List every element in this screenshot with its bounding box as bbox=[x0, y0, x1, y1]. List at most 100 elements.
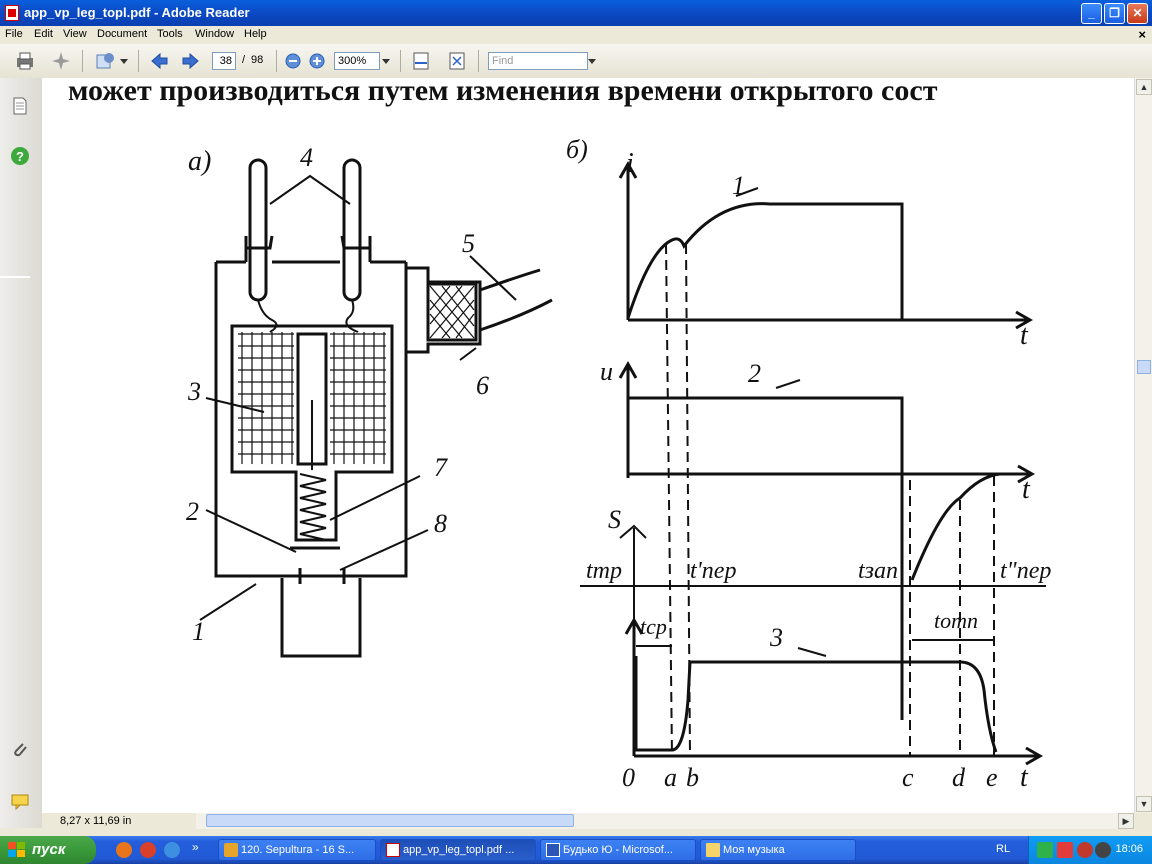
taskbar: пуск » 120. Sepultura - 16 S... app_vp_l… bbox=[0, 836, 1152, 864]
label-7: 7 bbox=[434, 453, 448, 482]
page-text-line: может производиться путем изменения врем… bbox=[68, 78, 938, 107]
curve-1-label: 1 bbox=[732, 171, 745, 200]
start-label: пуск bbox=[32, 841, 66, 858]
comments-icon[interactable] bbox=[10, 792, 30, 812]
label-1: 1 bbox=[192, 617, 205, 646]
vertical-scrollbar[interactable]: ▲ ▼ bbox=[1134, 78, 1152, 813]
previous-page-icon[interactable] bbox=[148, 50, 170, 72]
axis-t-label-3: t bbox=[1020, 762, 1029, 793]
curve-2-label: 2 bbox=[748, 359, 761, 388]
task-adobe-reader[interactable]: app_vp_leg_topl.pdf ... bbox=[380, 839, 536, 861]
winamp-icon bbox=[224, 843, 238, 857]
pdf-file-icon bbox=[5, 5, 19, 21]
next-page-icon[interactable] bbox=[180, 50, 202, 72]
menu-edit[interactable]: Edit bbox=[34, 28, 53, 40]
windows-flag-icon bbox=[8, 842, 25, 857]
start-button[interactable]: пуск bbox=[0, 836, 96, 864]
quicklaunch-more[interactable]: » bbox=[192, 840, 199, 854]
task-label: 120. Sepultura - 16 S... bbox=[241, 844, 355, 856]
label-5: 5 bbox=[462, 229, 475, 258]
axis-i-label: i bbox=[626, 148, 634, 179]
find-input[interactable]: Find bbox=[488, 52, 588, 70]
task-label: app_vp_leg_topl.pdf ... bbox=[403, 844, 515, 856]
title-bar: app_vp_leg_topl.pdf - Adobe Reader _ ❐ ✕ bbox=[0, 0, 1152, 26]
zoom-dropdown-icon[interactable] bbox=[382, 59, 390, 65]
fig-b-label: б) bbox=[566, 135, 588, 164]
kaspersky-icon[interactable] bbox=[1077, 842, 1093, 858]
minimize-button[interactable]: _ bbox=[1081, 3, 1102, 24]
print-icon[interactable] bbox=[14, 50, 36, 72]
scroll-right-icon[interactable]: ▶ bbox=[1118, 813, 1134, 829]
label-2: 2 bbox=[186, 497, 199, 526]
collaborate-icon[interactable] bbox=[50, 50, 72, 72]
help-icon[interactable]: ? bbox=[10, 146, 30, 166]
paperclip-icon[interactable] bbox=[10, 740, 30, 760]
scroll-down-icon[interactable]: ▼ bbox=[1136, 796, 1152, 812]
language-indicator[interactable]: RL bbox=[996, 843, 1011, 855]
menu-document[interactable]: Document bbox=[97, 28, 148, 40]
axis-u-label: u bbox=[600, 357, 613, 386]
close-button[interactable]: ✕ bbox=[1127, 3, 1148, 24]
scroll-thumb[interactable] bbox=[1137, 360, 1151, 374]
t-sr-label: tср bbox=[640, 614, 667, 639]
page-separator: / bbox=[242, 54, 246, 66]
menu-file[interactable]: File bbox=[5, 28, 23, 40]
label-3: 3 bbox=[187, 377, 201, 406]
task-word[interactable]: Будько Ю - Microsof... bbox=[540, 839, 696, 861]
pages-icon[interactable] bbox=[10, 96, 30, 116]
label-4: 4 bbox=[300, 143, 313, 172]
attach-icon[interactable] bbox=[94, 50, 116, 72]
x-label-a: a bbox=[664, 763, 677, 792]
volume-icon[interactable] bbox=[1095, 842, 1111, 858]
task-folder[interactable]: Моя музыка bbox=[700, 839, 856, 861]
page-number-input[interactable]: 38 bbox=[212, 52, 236, 70]
toolbar: 38 / 98 300% Find bbox=[0, 44, 1152, 79]
menu-tools[interactable]: Tools bbox=[157, 28, 183, 40]
find-dropdown-icon[interactable] bbox=[588, 59, 596, 65]
task-winamp[interactable]: 120. Sepultura - 16 S... bbox=[218, 839, 376, 861]
menu-view[interactable]: View bbox=[63, 28, 87, 40]
desktop-icon[interactable] bbox=[164, 842, 180, 858]
system-tray: 18:06 bbox=[1028, 836, 1152, 864]
navigation-pane: ? bbox=[0, 78, 43, 828]
x-label-b: b bbox=[686, 763, 699, 792]
firefox-icon[interactable] bbox=[116, 842, 132, 858]
menu-bar: File Edit View Document Tools Window Hel… bbox=[0, 26, 1152, 44]
maximize-button[interactable]: ❐ bbox=[1104, 3, 1125, 24]
page-size-text: 8,27 x 11,69 in bbox=[60, 815, 132, 827]
t-zap-label: tзап bbox=[858, 558, 898, 584]
zoom-out-icon[interactable] bbox=[282, 50, 304, 72]
antivirus-icon[interactable] bbox=[1057, 842, 1073, 858]
word-icon bbox=[546, 843, 560, 857]
axis-t-label-2: t bbox=[1022, 474, 1031, 505]
pdf-file-icon bbox=[386, 843, 400, 857]
network-icon[interactable] bbox=[1037, 842, 1053, 858]
pane-divider bbox=[0, 276, 30, 278]
chevron-down-icon[interactable] bbox=[120, 59, 128, 65]
window-bottom-edge bbox=[0, 829, 1152, 836]
task-label: Моя музыка bbox=[723, 844, 785, 856]
label-6: 6 bbox=[476, 371, 489, 400]
fig-a-label: а) bbox=[188, 146, 211, 177]
axis-S-label: S bbox=[608, 505, 621, 534]
fit-width-icon[interactable] bbox=[410, 50, 432, 72]
x-label-e: e bbox=[986, 763, 998, 792]
close-document-button[interactable]: × bbox=[1138, 27, 1146, 42]
menu-help[interactable]: Help bbox=[244, 28, 267, 40]
page-total: 98 bbox=[251, 54, 264, 66]
horizontal-scrollbar[interactable]: ▶ bbox=[196, 813, 1134, 829]
fit-page-icon[interactable] bbox=[446, 50, 468, 72]
label-8: 8 bbox=[434, 509, 447, 538]
horizontal-scroll-thumb[interactable] bbox=[206, 814, 574, 827]
curve-3-label: 3 bbox=[769, 623, 783, 652]
x-label-0: 0 bbox=[622, 763, 635, 792]
zoom-level-input[interactable]: 300% bbox=[334, 52, 380, 70]
page-figure: может производиться путем изменения врем… bbox=[68, 78, 1051, 793]
opera-icon[interactable] bbox=[140, 842, 156, 858]
clock[interactable]: 18:06 bbox=[1115, 843, 1143, 855]
document-view[interactable]: может производиться путем изменения врем… bbox=[42, 78, 1134, 813]
menu-window[interactable]: Window bbox=[195, 28, 235, 40]
scroll-up-icon[interactable]: ▲ bbox=[1136, 79, 1152, 95]
svg-text:?: ? bbox=[16, 149, 24, 164]
zoom-in-icon[interactable] bbox=[306, 50, 328, 72]
